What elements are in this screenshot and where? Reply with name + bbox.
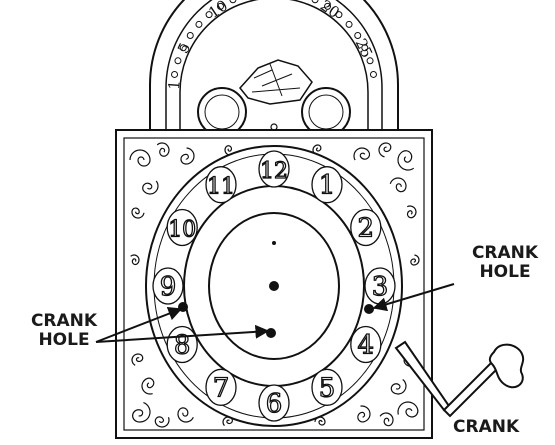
crank-hole-label-left-line2: HOLE (4, 331, 124, 350)
crank-label: CRANK (453, 418, 555, 437)
hour-numeral: 2 (358, 214, 375, 244)
hour-numeral: 5 (319, 373, 336, 403)
crank-hole-label-left-line1: CRANK (4, 312, 124, 331)
center-hole (269, 281, 279, 291)
crank-hole-label-right-line1: CRANK (455, 244, 555, 263)
hour-numeral: 12 (260, 159, 288, 184)
hour-numeral: 8 (174, 331, 191, 361)
hour-numeral: 3 (372, 272, 389, 302)
hour-numeral: 10 (168, 218, 196, 243)
hour-numeral: 1 (319, 171, 336, 201)
hour-numeral: 7 (213, 373, 230, 403)
hour-numeral: 6 (266, 389, 283, 419)
crank-hole-label-left: CRANK HOLE (4, 312, 124, 350)
hour-numeral: 11 (207, 175, 235, 200)
crank-hole-bottom (266, 328, 276, 338)
crank-hole-right (364, 304, 374, 314)
lunar-day-number: 1 (165, 80, 184, 91)
hour-numeral: 4 (358, 331, 375, 361)
crank-hole-label-right: CRANK HOLE (455, 244, 555, 282)
lunar-day-number: 15 (264, 0, 283, 1)
moon-phase-arch: 1510152025 (150, 0, 398, 136)
hand-shaft-hole (272, 241, 276, 245)
crank-hole-label-right-line2: HOLE (455, 263, 555, 282)
hour-numeral: 9 (160, 272, 177, 302)
